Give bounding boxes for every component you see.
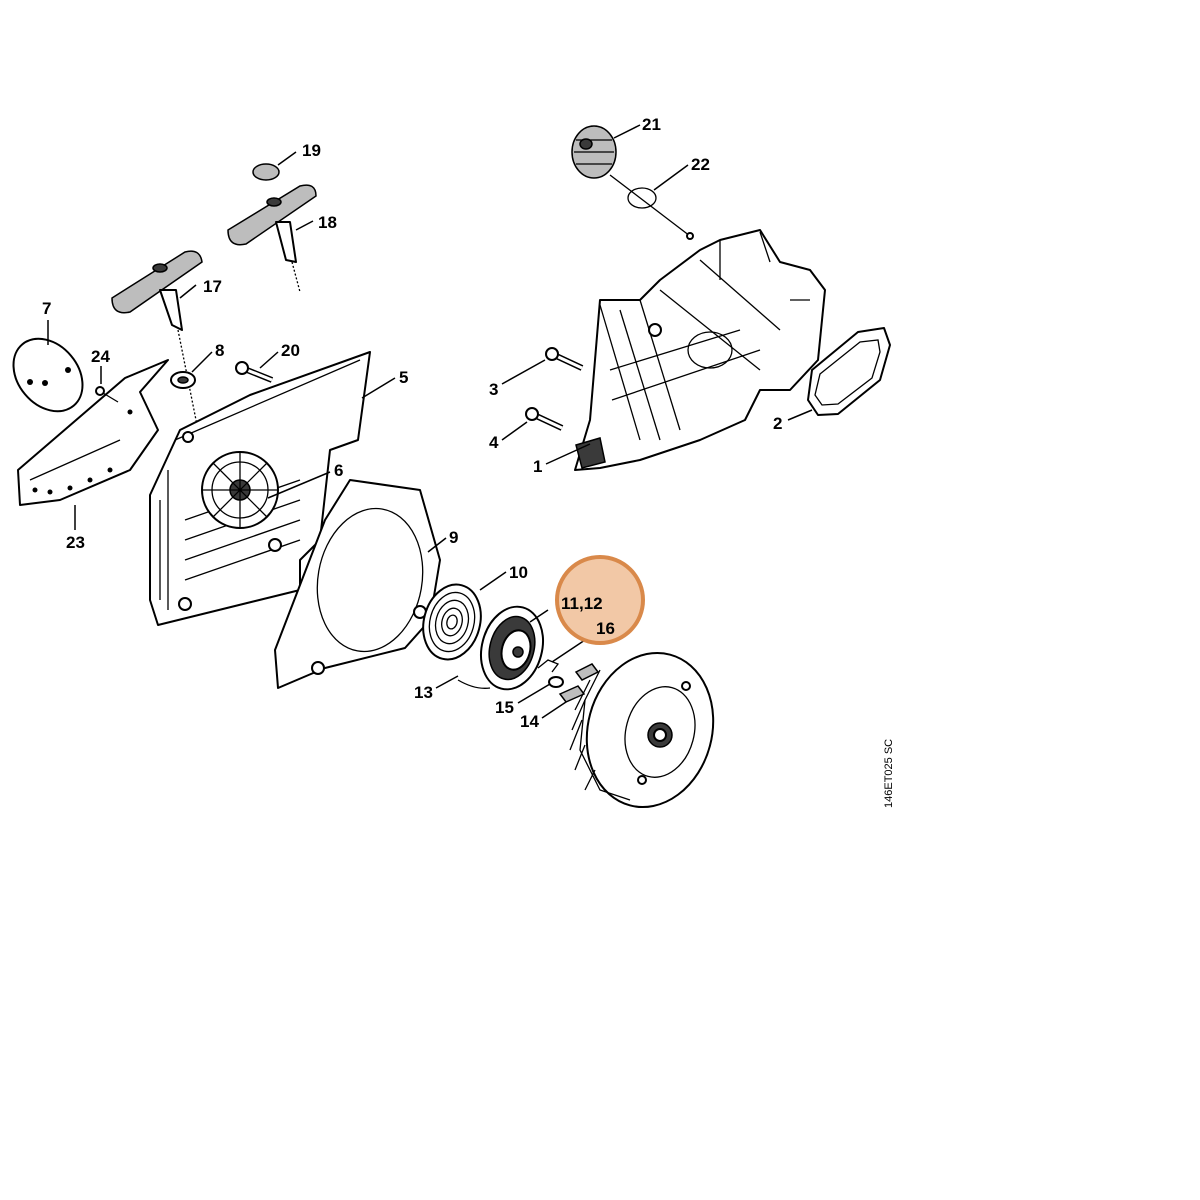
part-19-cap	[252, 163, 280, 181]
part-20-screw	[235, 361, 274, 383]
part-2-gasket	[807, 327, 891, 416]
part-14-pawl	[558, 663, 600, 703]
callout-24: 24	[91, 347, 110, 366]
callout-8: 8	[215, 341, 224, 360]
callout-11-12: 11,12	[561, 594, 603, 613]
part-15-washer	[548, 676, 564, 688]
callout-1: 1	[533, 457, 542, 476]
callout-13: 13	[414, 683, 433, 702]
callout-4: 4	[489, 433, 499, 452]
callout-22: 22	[691, 155, 710, 174]
part-16-spring-clip	[537, 659, 560, 673]
part-22-o-ring	[627, 187, 657, 209]
part-7-plate	[12, 337, 84, 413]
callout-18: 18	[318, 213, 337, 232]
part-24-screw	[95, 386, 119, 403]
part-3-screw	[545, 347, 584, 371]
callout-5: 5	[399, 368, 408, 387]
callout-19: 19	[302, 141, 321, 160]
callout-15: 15	[495, 698, 514, 717]
part-18-starter-grip	[227, 184, 317, 293]
part-23-plate	[17, 359, 169, 506]
flywheel	[569, 651, 715, 809]
callout-21: 21	[642, 115, 661, 134]
callout-3: 3	[489, 380, 498, 399]
part-9-cover	[274, 479, 441, 689]
part-8-bushing	[170, 371, 196, 389]
callout-16: 16	[596, 619, 615, 638]
part-21-valve	[571, 125, 694, 240]
callout-labels: 7 24 17 18 19 8 20 5 6 9 10 11,12 16 13 …	[42, 115, 782, 731]
callout-2: 2	[773, 414, 782, 433]
callout-14: 14	[520, 712, 539, 731]
part-1-crankcase	[574, 229, 826, 471]
part-11-12-rope-rotor	[480, 605, 544, 691]
part-4-screw	[525, 407, 564, 431]
callout-20: 20	[281, 341, 300, 360]
drawing-code: 146ET025 SC	[883, 739, 895, 808]
part-13-rope	[457, 679, 491, 689]
callout-17: 17	[203, 277, 222, 296]
part-10-rewind-spring	[422, 583, 482, 661]
part-5-fan-housing	[149, 351, 371, 626]
callout-6: 6	[334, 461, 343, 480]
callout-10: 10	[509, 563, 528, 582]
callout-7: 7	[42, 299, 51, 318]
part-17-starter-grip	[111, 250, 203, 431]
callout-9: 9	[449, 528, 458, 547]
highlight-circle	[555, 555, 645, 645]
leader-lines	[47, 124, 813, 719]
callout-23: 23	[66, 533, 85, 552]
